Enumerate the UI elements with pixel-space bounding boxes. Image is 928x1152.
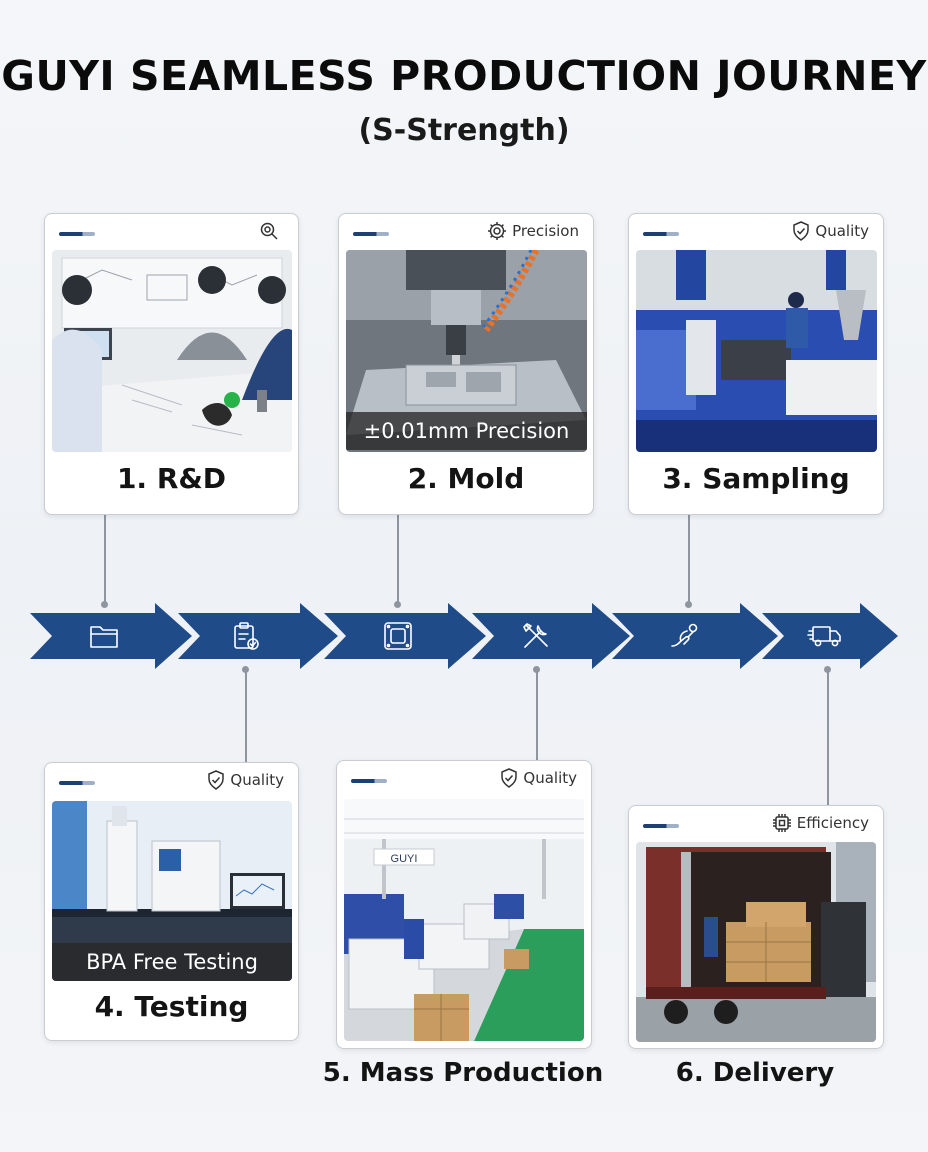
- connector-delivery: [827, 670, 829, 805]
- flow-arrow-2: [178, 603, 338, 669]
- step-label-sampling: 3. Sampling: [662, 462, 850, 495]
- card-tag-label: Quality: [230, 771, 284, 789]
- page-title: GUYI SEAMLESS PRODUCTION JOURNEY: [1, 52, 927, 100]
- card-tag: Quality: [792, 220, 869, 242]
- step-label-testing: 4. Testing: [94, 990, 249, 1023]
- clipboard-check-icon: [234, 622, 259, 650]
- shield-check-icon: [208, 770, 225, 790]
- folder-icon: [90, 626, 118, 648]
- card-tag-label: Quality: [523, 769, 577, 787]
- step-label-mass-production: 5. Mass Production: [322, 1058, 604, 1088]
- card-tag: Quality: [500, 767, 577, 789]
- flow-arrow-4: [472, 603, 630, 669]
- flow-arrow-1: [30, 603, 192, 669]
- injection-machine-photo: [636, 250, 877, 452]
- card-accent-bar: [643, 824, 679, 828]
- card-accent-bar: [643, 232, 679, 236]
- connector-mold: [397, 514, 399, 604]
- shield-check-icon: [501, 768, 518, 788]
- factory-sign-text: GUYI: [391, 853, 418, 865]
- truck-icon: [807, 626, 841, 647]
- card-tag-label: Quality: [815, 222, 869, 240]
- step-card-delivery: Efficiency: [628, 805, 884, 1049]
- precision-overlay: ±0.01mm Precision: [346, 412, 587, 450]
- card-tag-label: Efficiency: [796, 814, 869, 832]
- card-accent-bar: [59, 781, 95, 785]
- process-flow-arrows: [30, 603, 898, 669]
- card-tag: Quality: [207, 769, 284, 791]
- step-label-rd: 1. R&D: [116, 462, 227, 495]
- connector-dot-delivery: [824, 666, 831, 673]
- connector-rd: [104, 514, 106, 604]
- card-tag: Efficiency: [772, 812, 869, 834]
- connector-dot-rd: [101, 601, 108, 608]
- connector-sampling: [688, 514, 690, 604]
- card-tag: Precision: [487, 220, 579, 242]
- mold-frame-icon: [384, 622, 412, 650]
- connector-dot-sampling: [685, 601, 692, 608]
- step-card-rd: 1. R&D: [44, 213, 299, 515]
- connector-mass: [536, 670, 538, 762]
- factory-floor-photo: GUYI: [344, 799, 584, 1041]
- card-accent-bar: [353, 232, 389, 236]
- rd-team-photo: [52, 250, 292, 452]
- connector-dot-testing: [242, 666, 249, 673]
- card-tag-label: Precision: [512, 222, 579, 240]
- step-card-mold: Precision ±0.01mm Precision 2. Mold: [338, 213, 594, 515]
- sample-hand-icon: [671, 623, 698, 647]
- card-accent-bar: [351, 779, 387, 783]
- step-card-mass-production: Quality GUYI: [336, 760, 592, 1049]
- card-accent-bar: [59, 232, 95, 236]
- container-truck-photo: [636, 842, 876, 1042]
- gear-icon: [488, 222, 507, 240]
- card-tag: [259, 220, 284, 242]
- lab-testing-photo: BPA Free Testing: [52, 801, 292, 981]
- cnc-machining-photo: ±0.01mm Precision: [346, 250, 587, 452]
- step-label-mold: 2. Mold: [407, 462, 525, 495]
- bpa-testing-overlay: BPA Free Testing: [52, 943, 292, 981]
- connector-testing: [245, 670, 247, 762]
- page-subtitle: (S-Strength): [358, 113, 570, 148]
- tools-icon: [523, 623, 548, 648]
- connector-dot-mass: [533, 666, 540, 673]
- magnifier-icon: [260, 222, 278, 240]
- chip-icon: [772, 814, 791, 832]
- connector-dot-mold: [394, 601, 401, 608]
- step-label-delivery: 6. Delivery: [675, 1058, 835, 1088]
- step-card-sampling: Quality 3. Sampling: [628, 213, 884, 515]
- step-card-testing: Quality BPA Free Testing 4. Testing: [44, 762, 299, 1041]
- shield-check-icon: [793, 221, 810, 241]
- flow-arrow-5: [612, 603, 778, 669]
